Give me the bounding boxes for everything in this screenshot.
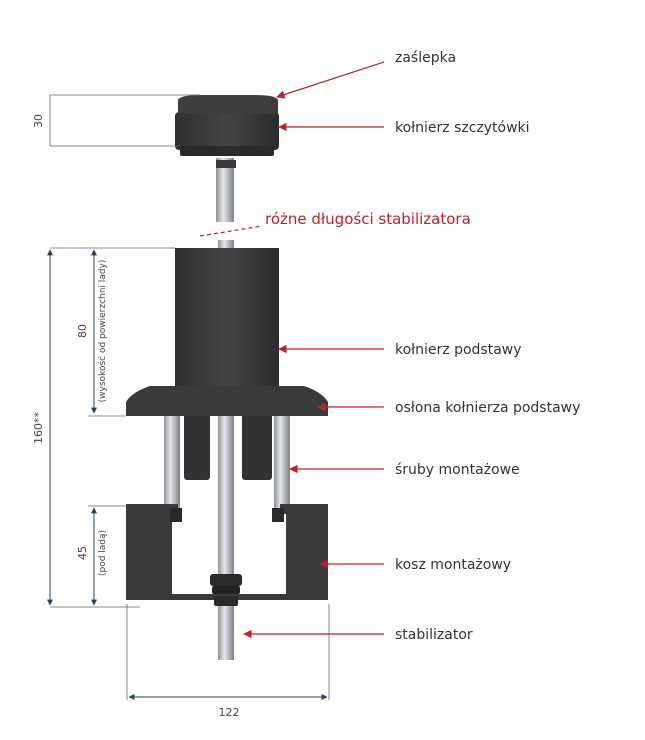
top-flange — [175, 112, 279, 150]
dim-160-text: 160** — [32, 412, 45, 444]
dim-total-height: 160** — [32, 247, 175, 608]
base-flange — [175, 248, 279, 394]
base-flange-cover — [126, 386, 328, 416]
label-base-flange-cover: osłona kołnierza podstawy — [395, 400, 580, 416]
callouts — [199, 61, 385, 639]
dim-45-text: 45 — [76, 546, 89, 560]
label-base-flange: kołnierz podstawy — [395, 342, 522, 358]
label-stabilizer: stabilizator — [395, 627, 473, 643]
label-stabilizer-lengths: różne długości stabilizatora — [265, 210, 471, 228]
label-cap: zaślepka — [395, 50, 456, 66]
right-screw — [274, 412, 290, 512]
dim-80-text: 80 — [76, 324, 89, 338]
dim-below-desk: 45 (pod ladą) — [76, 415, 126, 606]
dim-30-text: 30 — [32, 114, 45, 128]
label-top-flange: kołnierz szczytówki — [395, 120, 530, 136]
dim-80-note: (wysokość od powierzchni lady) — [97, 260, 108, 403]
top-assembly — [175, 95, 279, 222]
label-mounting-screws: śruby montażowe — [395, 462, 520, 478]
dim-cap-height: 30 — [32, 94, 200, 147]
dim-122-text: 122 — [219, 706, 240, 719]
left-screw — [164, 412, 180, 512]
dim-45-note: (pod ladą) — [98, 530, 108, 576]
dim-above-desk: 80 (wysokość od powierzchni lady) — [76, 249, 108, 414]
mounting-basket — [126, 504, 328, 600]
upper-rod — [216, 158, 234, 222]
label-mounting-basket: kosz montażowy — [395, 557, 511, 573]
dim-width: 122 — [126, 604, 330, 719]
lengths-dashed-line — [199, 225, 263, 237]
lower-assembly — [126, 240, 328, 660]
cap — [178, 95, 278, 114]
